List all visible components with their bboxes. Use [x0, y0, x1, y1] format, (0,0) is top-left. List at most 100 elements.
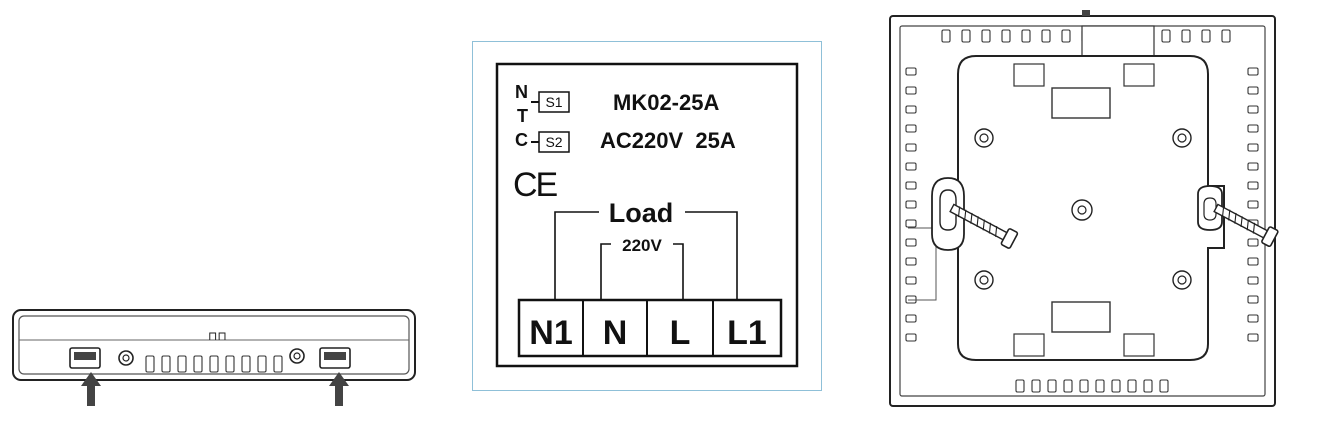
slot	[905, 181, 917, 190]
clip-bottom-right	[1123, 333, 1155, 357]
screw-icon	[1213, 203, 1279, 248]
slot	[1031, 379, 1041, 393]
slot	[1095, 379, 1105, 393]
slot	[961, 29, 971, 43]
slot	[1015, 379, 1025, 393]
device-body	[12, 309, 416, 381]
slot	[1143, 379, 1153, 393]
center-hole	[1071, 199, 1093, 221]
slot	[1021, 29, 1031, 43]
vent-slot	[209, 355, 219, 373]
slot	[905, 67, 917, 76]
vent-slot	[257, 355, 267, 373]
clip-bottom-left	[1013, 333, 1045, 357]
screw-hole-tr	[1172, 128, 1192, 148]
vent-slots-bottom	[1015, 379, 1169, 393]
sensor-label-s1: S1	[545, 94, 562, 110]
ntc-letter-n: N	[515, 82, 528, 102]
slot	[905, 143, 917, 152]
slot	[1247, 181, 1259, 190]
terminal-l: L	[670, 314, 691, 352]
supply-wire-l	[673, 243, 684, 300]
slot	[1061, 29, 1071, 43]
slot	[905, 238, 917, 247]
slot	[1247, 124, 1259, 133]
slot	[1247, 200, 1259, 209]
back-view-drawing	[889, 10, 1279, 407]
slot	[905, 333, 917, 342]
slot	[1079, 379, 1089, 393]
screw-hole-bl	[974, 270, 994, 290]
slot	[1159, 379, 1169, 393]
ntc-letter-c: C	[515, 130, 528, 150]
vent-slot	[273, 355, 283, 373]
slot	[1127, 379, 1137, 393]
sensor-label-s2: S2	[545, 134, 562, 150]
slot	[905, 276, 917, 285]
slot	[1247, 314, 1259, 323]
slot	[905, 124, 917, 133]
sensor-box-s2	[538, 131, 570, 153]
terminal-n1: N1	[529, 314, 572, 352]
load-label: Load	[609, 198, 674, 228]
terminal-block	[517, 298, 783, 358]
wiring-diagram: N T C S1 MK02-25A S2 AC220V 25A CE Load …	[495, 62, 799, 368]
slot	[905, 86, 917, 95]
slot	[905, 314, 917, 323]
device-body-inner	[18, 315, 410, 375]
clip-top-right	[1123, 63, 1155, 87]
vent-slot	[145, 355, 155, 373]
slot	[1247, 86, 1259, 95]
slot	[1247, 333, 1259, 342]
usb-port-left-inner	[74, 352, 96, 360]
slot	[905, 162, 917, 171]
vent-slot	[225, 355, 235, 373]
model-text: MK02-25A	[613, 90, 719, 115]
supply-wire-n	[600, 243, 611, 300]
vent-slot	[241, 355, 251, 373]
top-clip	[1081, 25, 1155, 57]
vent-slot	[177, 355, 187, 373]
slot	[905, 200, 917, 209]
ce-mark: CE	[513, 166, 558, 204]
bottom-window	[1051, 301, 1111, 333]
slot	[1247, 257, 1259, 266]
sensor-box-s1	[538, 91, 570, 113]
arrow-up-icon	[81, 372, 101, 406]
slot	[1201, 29, 1211, 43]
vent-slots-left	[905, 67, 917, 342]
slot	[1247, 67, 1259, 76]
arrow-up-icon	[329, 372, 349, 406]
slot	[1221, 29, 1231, 43]
slot	[1161, 29, 1171, 43]
slot	[1041, 29, 1051, 43]
vent-slot	[161, 355, 171, 373]
device-side-view: ⊓⊓	[10, 300, 420, 410]
device-back-view	[886, 8, 1281, 408]
clip-top-left	[1013, 63, 1045, 87]
slot	[1001, 29, 1011, 43]
vent-slots-right	[1247, 67, 1259, 342]
slot	[1247, 276, 1259, 285]
slot	[1181, 29, 1191, 43]
slot	[1247, 143, 1259, 152]
slot	[905, 219, 917, 228]
top-mark: ⊓⊓	[208, 329, 227, 343]
terminal-n: N	[603, 314, 628, 352]
screw-hole-br	[1172, 270, 1192, 290]
load-wire-l1	[685, 211, 738, 300]
slot	[1247, 105, 1259, 114]
terminal-l1: L1	[727, 314, 767, 352]
rating-text: AC220V 25A	[600, 128, 736, 153]
vent-slots	[145, 355, 283, 373]
screw-hole-tl	[974, 128, 994, 148]
slot	[1047, 379, 1057, 393]
slot	[1247, 238, 1259, 247]
slot	[1247, 295, 1259, 304]
slot	[905, 105, 917, 114]
slot	[941, 29, 951, 43]
slot	[981, 29, 991, 43]
wiring-label-panel: N T C S1 MK02-25A S2 AC220V 25A CE Load …	[472, 41, 822, 391]
usb-port-right-inner	[324, 352, 346, 360]
slot	[1247, 162, 1259, 171]
